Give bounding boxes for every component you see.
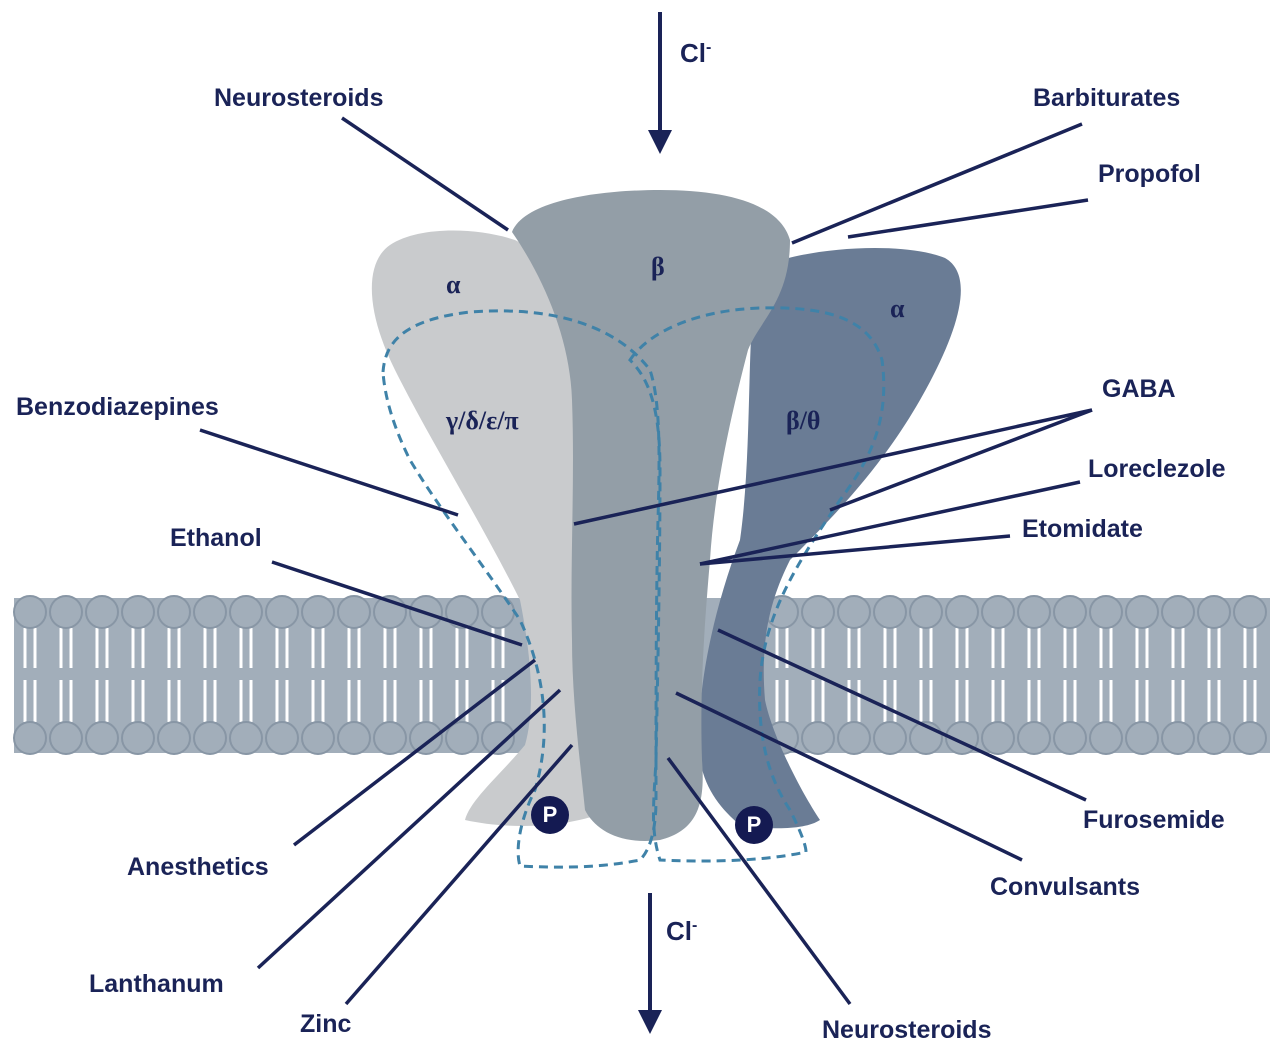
lipid-head (946, 596, 978, 628)
lipid-head (230, 596, 262, 628)
subunit-label-left-variant: γ/δ/ε/π (446, 408, 519, 434)
lipid-head (410, 722, 442, 754)
lipid-head (50, 722, 82, 754)
lipid-head (1018, 596, 1050, 628)
label-furosemide: Furosemide (1083, 808, 1225, 833)
subunit-label-center-beta: β (651, 254, 665, 280)
chloride-charge: - (706, 39, 711, 56)
lipid-head (338, 722, 370, 754)
label-etomidate: Etomidate (1022, 517, 1143, 542)
label-gaba: GABA (1102, 377, 1176, 402)
lipid-head (338, 596, 370, 628)
subunit-label-right-variant: β/θ (786, 408, 821, 434)
lipid-head (86, 596, 118, 628)
lipid-head (1126, 596, 1158, 628)
chloride-charge: - (692, 917, 697, 934)
label-neurosteroids-top: Neurosteroids (214, 86, 383, 111)
leader-neurosteroids-top (342, 118, 508, 230)
lipid-head (1090, 722, 1122, 754)
lipid-head (838, 722, 870, 754)
lipid-head (1090, 596, 1122, 628)
label-loreclezole: Loreclezole (1088, 457, 1226, 482)
lipid-head (302, 722, 334, 754)
chloride-ion-label-top: Cl- (680, 40, 711, 66)
lipid-head (266, 596, 298, 628)
lipid-head (194, 722, 226, 754)
lipid-head (86, 722, 118, 754)
lipid-head (1198, 596, 1230, 628)
lipid-head (482, 596, 514, 628)
chloride-symbol: Cl (680, 38, 706, 68)
label-convulsants: Convulsants (990, 875, 1140, 900)
lipid-head (374, 722, 406, 754)
lipid-head (1234, 596, 1266, 628)
lipid-head (1018, 722, 1050, 754)
lipid-head (1198, 722, 1230, 754)
lipid-head (1054, 722, 1086, 754)
label-anesthetics: Anesthetics (127, 855, 269, 880)
lipid-head (1234, 722, 1266, 754)
lipid-head (1162, 722, 1194, 754)
lipid-head (194, 596, 226, 628)
lipid-head (874, 722, 906, 754)
chloride-symbol: Cl (666, 916, 692, 946)
leader-barbiturates (792, 124, 1082, 243)
subunit-label-left-alpha: α (446, 272, 461, 298)
lipid-head (122, 722, 154, 754)
lipid-head (982, 722, 1014, 754)
lipid-head (802, 596, 834, 628)
label-ethanol: Ethanol (170, 526, 262, 551)
label-benzodiazepines: Benzodiazepines (16, 395, 219, 420)
lipid-head (1054, 596, 1086, 628)
leader-benzodiazepines (200, 430, 458, 515)
label-propofol: Propofol (1098, 162, 1201, 187)
lipid-head (802, 722, 834, 754)
lipid-head (122, 596, 154, 628)
lipid-head (266, 722, 298, 754)
lipid-head (230, 722, 262, 754)
chloride-ion-label-bottom: Cl- (666, 918, 697, 944)
phosphorylation-badge-left: P (531, 796, 569, 834)
phosphorylation-badge-right: P (735, 806, 773, 844)
lipid-head (982, 596, 1014, 628)
lipid-head (302, 596, 334, 628)
lipid-head (158, 596, 190, 628)
lipid-head (1126, 722, 1158, 754)
lipid-head (14, 596, 46, 628)
label-barbiturates: Barbiturates (1033, 86, 1180, 111)
lipid-head (14, 722, 46, 754)
lipid-head (838, 596, 870, 628)
label-lanthanum: Lanthanum (89, 972, 224, 997)
subunit-label-right-alpha: α (890, 296, 905, 322)
lipid-head (158, 722, 190, 754)
lipid-head (1162, 596, 1194, 628)
lipid-head (874, 596, 906, 628)
label-neurosteroids-bottom: Neurosteroids (822, 1018, 991, 1043)
label-zinc: Zinc (300, 1012, 351, 1037)
lipid-head (50, 596, 82, 628)
lipid-head (910, 596, 942, 628)
